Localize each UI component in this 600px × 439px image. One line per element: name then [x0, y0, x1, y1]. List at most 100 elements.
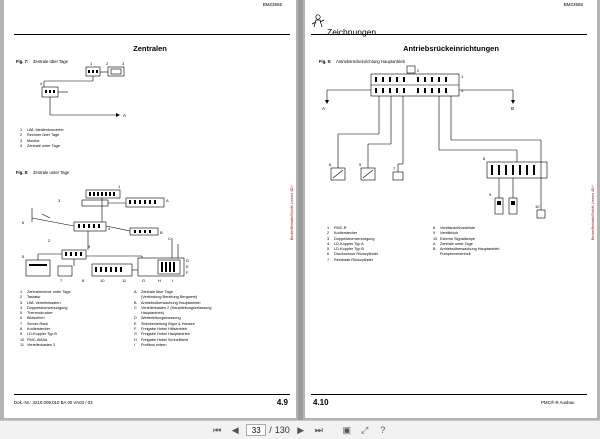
fig8-label-B: B	[160, 230, 163, 235]
fig8-label-4: 4	[108, 226, 111, 231]
left-side-text: BeckerBerlalek/GmbH, Lemen 4D-*	[290, 185, 294, 241]
fig9-label-7: 7	[393, 166, 396, 171]
chapter-title: Zeichnungen	[327, 27, 377, 37]
left-page-title: Zentralen	[133, 44, 167, 53]
total-pages: 130	[274, 425, 290, 435]
fig8-label-11: 11	[122, 278, 127, 283]
fig9-diagram: 2 1 3 A B 8 7 6 5 9 10	[322, 65, 548, 219]
fig9-label-5: 5	[359, 162, 362, 167]
fig8-label-3: 3	[58, 198, 61, 203]
fig7-caption: Fig. 7: Zentrale über Tage	[16, 59, 69, 64]
worker-icon	[311, 14, 325, 28]
fig9-label-10: 10	[535, 204, 540, 209]
right-header-rule	[311, 34, 587, 35]
right-page-number: 4.10	[313, 398, 329, 407]
fig8-label-6: 6	[22, 220, 25, 225]
fig8-caption: Fig. 8: Zentrale unter Tage	[16, 170, 70, 175]
fig7-label-1: 1	[90, 61, 93, 66]
fig8-diagram: 1 A 3 6 4 B C 2 9 5 D E F 7 8 10 11 G H …	[22, 184, 189, 283]
fullscreen-icon[interactable]: ⤢	[361, 424, 369, 435]
right-doc-code: BM23555	[563, 2, 583, 7]
fig9-label-9: 9	[489, 192, 492, 197]
right-footer-rule	[311, 394, 587, 395]
fig7-label-4: 4	[40, 81, 43, 86]
page-gutter	[298, 0, 303, 420]
current-page-input[interactable]	[246, 424, 267, 436]
first-page-icon[interactable]: ⏮	[213, 424, 222, 435]
left-header-rule	[14, 34, 290, 35]
fig8-label-D: D	[186, 258, 189, 263]
document-spread: BM23555 Zentralen Fig. 7: Zentrale über …	[0, 0, 600, 420]
fig7-label-A: A	[123, 113, 126, 118]
fig8-label-8: 8	[82, 278, 85, 283]
fig9-label-2: 2	[417, 68, 420, 73]
fig8-label-I: I	[172, 278, 173, 283]
fig7-label-2: 2	[106, 61, 109, 66]
fig9-label-A: A	[322, 106, 325, 111]
fig8-label-7: 7	[60, 278, 63, 283]
fig8-label-1: 1	[118, 184, 121, 189]
left-page: BM23555 Zentralen Fig. 7: Zentrale über …	[4, 0, 296, 418]
fit-page-icon[interactable]: ▣	[342, 424, 352, 435]
fig8-label-C: C	[168, 236, 171, 241]
fig8-label-10: 10	[100, 278, 105, 283]
fig9-label-8: 8	[483, 156, 486, 161]
fig8-legend-item: (Verbindung Bereitung Bergwerk)	[141, 295, 198, 300]
viewer-toolbar: ⏮ ◀ / 130 ▶ ⏭ ▣ ⤢ ?	[0, 420, 600, 439]
last-page-icon[interactable]: ⏭	[314, 424, 323, 435]
page-separator: /	[269, 425, 272, 435]
prev-page-icon[interactable]: ◀	[231, 424, 239, 435]
right-page: BM23555 Zeichnungen Antriebsrückeinricht…	[305, 0, 597, 418]
fig8-label-A: A	[166, 198, 169, 203]
left-page-number: 4.9	[276, 398, 288, 407]
fig7-diagram: 1 2 3 4 A	[40, 61, 126, 118]
right-side-text: BeckerBerlalek/GmbH, Lemen 4D-*	[591, 185, 595, 241]
next-page-icon[interactable]: ▶	[297, 424, 305, 435]
fig8-label-2: 2	[48, 238, 51, 243]
right-footer-product: PMC®-R Ausbau	[541, 400, 575, 405]
fig9-label-3: 3	[461, 88, 464, 93]
help-icon[interactable]: ?	[380, 425, 386, 435]
fig8-label-G: G	[142, 278, 145, 283]
fig8-label-9: 9	[88, 244, 91, 249]
left-footer-rule	[14, 394, 290, 395]
fig9-label-1: 1	[461, 74, 464, 79]
fig7-label-3: 3	[122, 61, 125, 66]
